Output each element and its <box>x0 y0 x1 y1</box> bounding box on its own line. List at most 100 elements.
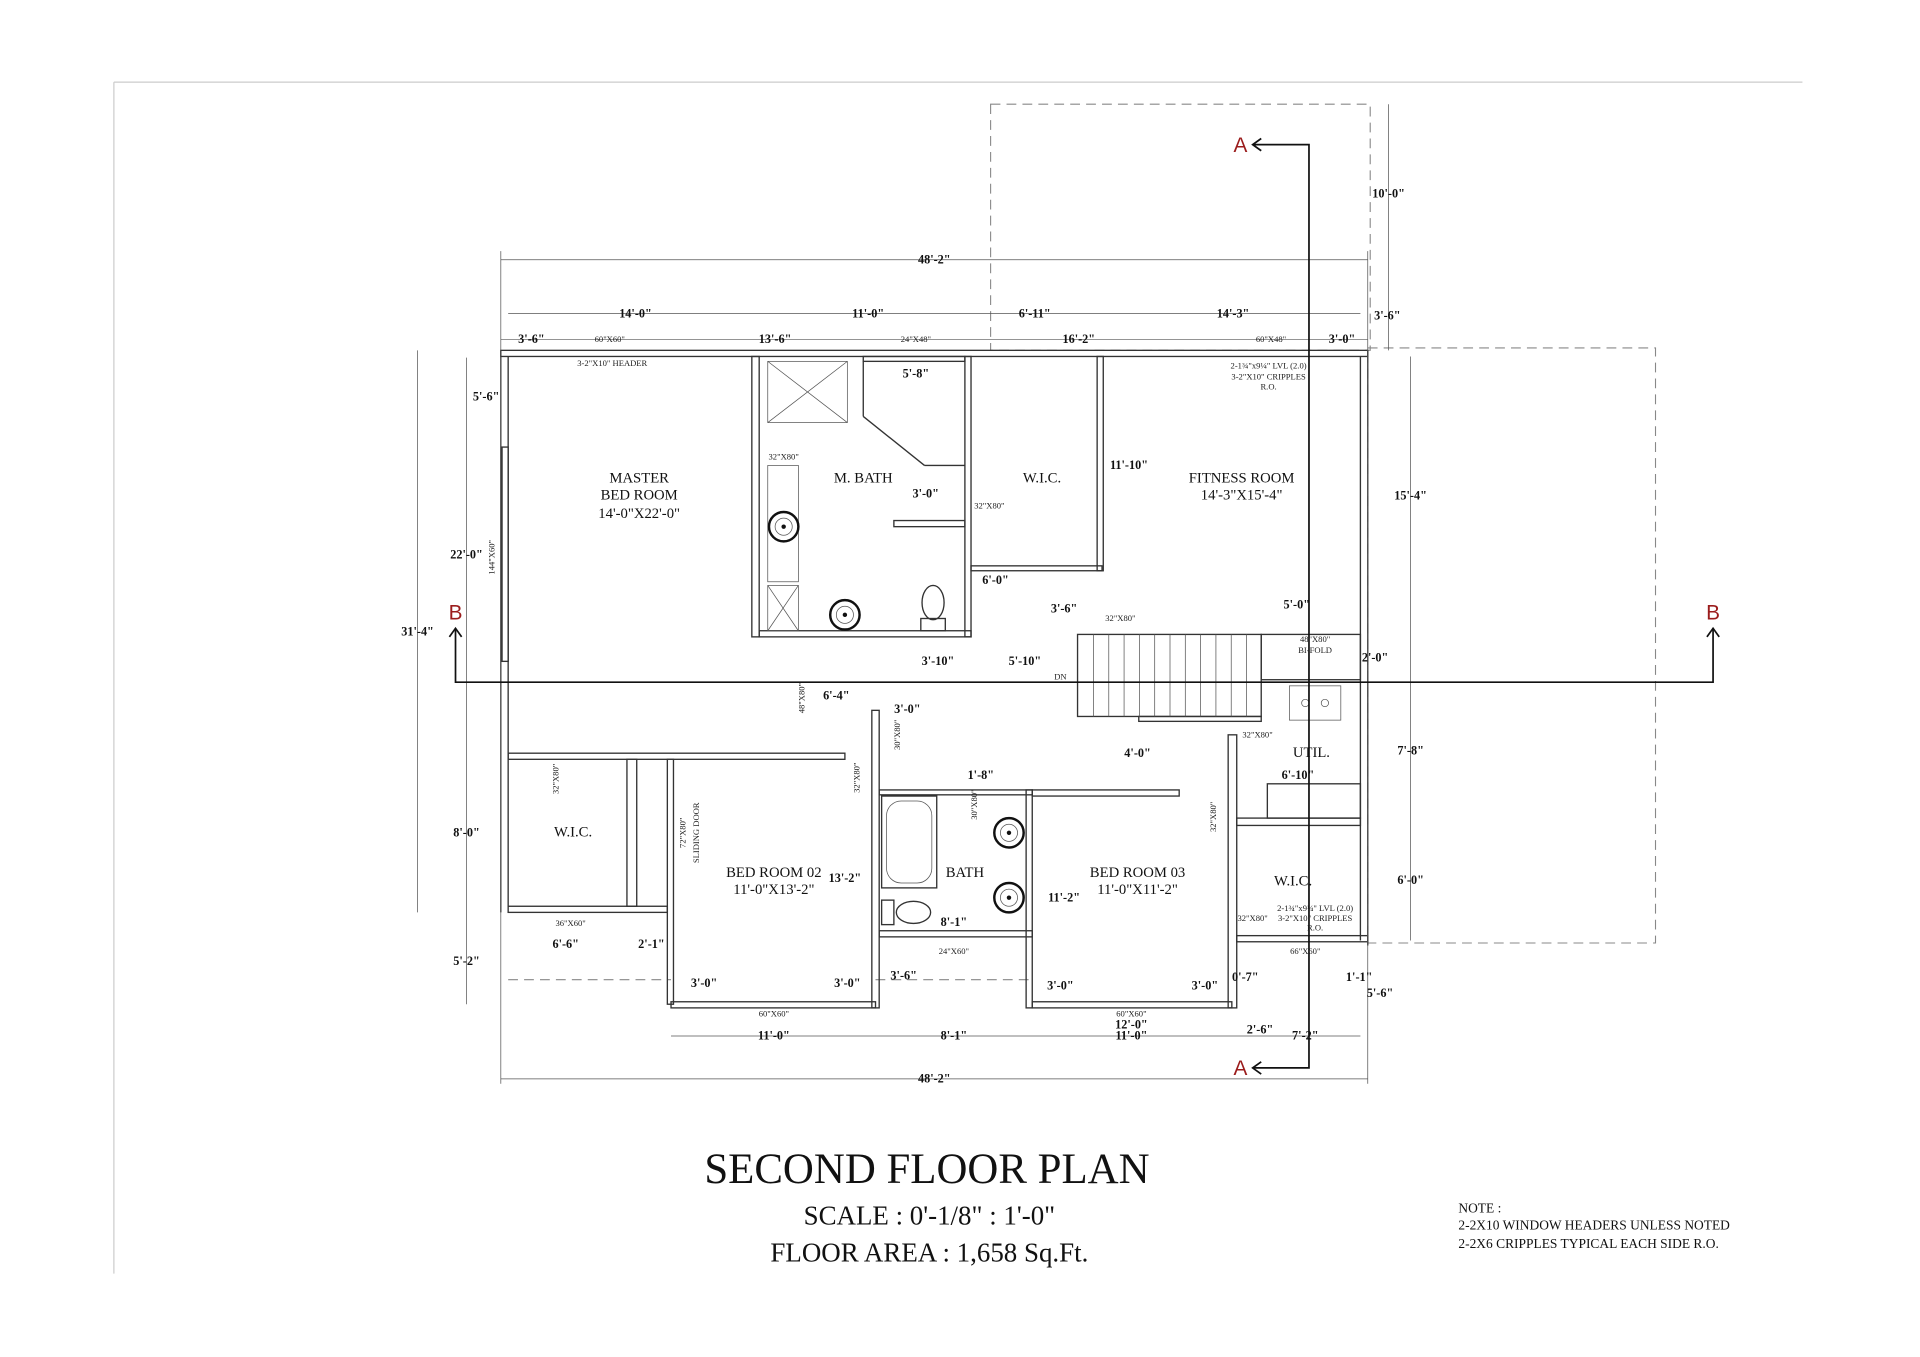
opening-label: 24"X60" <box>939 946 969 956</box>
dimension-label: 3'-0" <box>834 976 861 990</box>
stairs <box>1076 633 1262 718</box>
opening-label: 24"X48" <box>901 334 931 344</box>
room-label: UTIL. <box>1293 745 1330 761</box>
walls <box>500 349 1369 1009</box>
opening-label: 32"X80" <box>550 764 560 794</box>
dimension-label: 0'-7" <box>1232 970 1259 984</box>
opening-label: 30"X80" <box>892 720 902 750</box>
room-label: W.I.C. <box>1023 471 1061 487</box>
dimension-label: 3'-0" <box>691 976 718 990</box>
dimension-label: 3'-6" <box>1051 601 1078 615</box>
room-label: 14'-0"X22'-0" <box>598 506 680 522</box>
dimension-label: 5'-6" <box>473 390 500 404</box>
dimension-label: 4'-0" <box>1124 746 1151 760</box>
opening-label: 144"X60" <box>487 540 497 575</box>
plan-labels: 48'-2"14'-0"11'-0"6'-11"14'-3"3'-6"13'-6… <box>401 134 1720 1086</box>
floor-area: FLOOR AREA : 1,658 Sq.Ft. <box>770 1237 1088 1267</box>
opening-label: R.O. <box>1307 923 1323 933</box>
sink-icon <box>828 598 861 631</box>
room-label: BED ROOM <box>601 488 678 504</box>
sheet-border <box>113 81 1803 1274</box>
opening-label: 72"X80" <box>678 818 688 848</box>
dimension-label: 3'-0" <box>1047 979 1074 993</box>
dimension-label: 6'-10" <box>1282 768 1315 782</box>
dimension-label: 14'-0" <box>619 306 652 320</box>
sink-icon <box>993 881 1025 914</box>
opening-label: 3-2"X10" CRIPPLES <box>1231 372 1306 382</box>
dimension-label: 11'-10" <box>1110 458 1148 472</box>
dimension-lines <box>417 104 1411 1084</box>
opening-label: 48"X80" <box>1300 634 1330 644</box>
opening-label: 3-2"X10" HEADER <box>577 358 647 368</box>
dimension-label: 3'-0" <box>894 702 921 716</box>
dimension-label: 11'-0" <box>758 1029 790 1043</box>
room-label: BED ROOM 02 <box>726 865 821 881</box>
note-heading: NOTE : <box>1458 1200 1501 1215</box>
dimension-label: 1'-1" <box>1346 970 1373 984</box>
dimension-label: 12'-0" <box>1115 1018 1148 1032</box>
dimension-label: 5'-6" <box>1367 986 1394 1000</box>
dimension-label: 11'-0" <box>1115 1029 1147 1043</box>
dimension-label: 11'-0" <box>852 306 884 320</box>
room-label: M. BATH <box>834 471 893 487</box>
room-label: W.I.C. <box>1274 873 1312 889</box>
dimension-label: 48'-2" <box>918 1072 951 1086</box>
drawing-title: SECOND FLOOR PLAN <box>704 1146 1149 1193</box>
opening-label: 2-1¾"x9¼" LVL (2.0) <box>1277 903 1353 913</box>
dimension-label: 1'-8" <box>968 768 995 782</box>
dimension-label: 16'-2" <box>1062 332 1095 346</box>
dimension-label: 10'-0" <box>1372 186 1405 200</box>
dimension-label: 3'-0" <box>1192 979 1219 993</box>
drawing-scale: SCALE : 0'-1/8" : 1'-0" <box>804 1201 1056 1231</box>
dimension-label: 2'-1" <box>638 937 665 951</box>
opening-label: 2-1¾"x9¼" LVL (2.0) <box>1231 361 1307 371</box>
opening-label: SLIDING DOOR <box>691 802 701 863</box>
dimension-label: 6'-0" <box>1397 873 1424 887</box>
room-label: BATH <box>946 865 985 881</box>
opening-label: 32"X80" <box>1208 802 1218 832</box>
dimension-label: 5'-8" <box>903 366 930 380</box>
dimension-label: 6'-4" <box>823 688 849 702</box>
dimension-label: 6'-0" <box>982 573 1009 587</box>
dimension-label: 3'-6" <box>518 332 545 346</box>
opening-label: 32"X80" <box>1237 913 1267 923</box>
dashed-outlines <box>508 103 1657 981</box>
opening-label: 32"X80" <box>1105 613 1135 623</box>
sink-icon <box>993 816 1025 849</box>
dimension-label: 7'-8" <box>1397 743 1424 757</box>
dimension-label: 22'-0" <box>450 548 483 562</box>
sink-icon <box>767 510 800 543</box>
section-marker: B <box>449 602 463 625</box>
dimension-label: 5'-2" <box>453 954 480 968</box>
opening-label: 3-2"X10" CRIPPLES <box>1278 913 1353 923</box>
dimension-label: 13'-2" <box>829 871 862 885</box>
dimension-label: 8'-0" <box>453 825 480 839</box>
section-marker: A <box>1233 1057 1247 1080</box>
dimension-label: 15'-4" <box>1394 489 1427 503</box>
laundry-sink-icon <box>1289 685 1342 721</box>
opening-label: 36"X60" <box>555 918 585 928</box>
dimension-label: 14'-3" <box>1217 306 1250 320</box>
room-label: 11'-0"X13'-2" <box>733 882 814 898</box>
dimension-label: 3'-6" <box>1374 309 1401 323</box>
opening-label: R.O. <box>1260 382 1276 392</box>
dimension-label: 2'-0" <box>1362 650 1389 664</box>
opening-label: 32"X80" <box>852 763 862 793</box>
opening-label: 60"X48" <box>1256 334 1286 344</box>
toilet-icon <box>920 584 946 632</box>
room-label: W.I.C. <box>554 824 592 840</box>
dimension-label: 8'-1" <box>941 1029 968 1043</box>
dimension-label: 6'-11" <box>1019 306 1051 320</box>
stair-direction-label: DN <box>1054 672 1066 682</box>
opening-label: 48"X80" <box>796 683 806 713</box>
room-label: MASTER <box>609 471 669 487</box>
dimension-label: 3'-6" <box>890 969 916 983</box>
room-label: 14'-3"X15'-4" <box>1201 488 1283 504</box>
dimension-label: 11'-2" <box>1048 890 1080 904</box>
section-marker: A <box>1233 134 1247 157</box>
opening-label: 32"X80" <box>1242 729 1272 739</box>
opening-label: 32"X80" <box>974 500 1004 510</box>
note-line: 2-2X10 WINDOW HEADERS UNLESS NOTED <box>1458 1218 1730 1233</box>
toilet-icon <box>880 899 932 926</box>
section-marker: B <box>1706 602 1720 625</box>
